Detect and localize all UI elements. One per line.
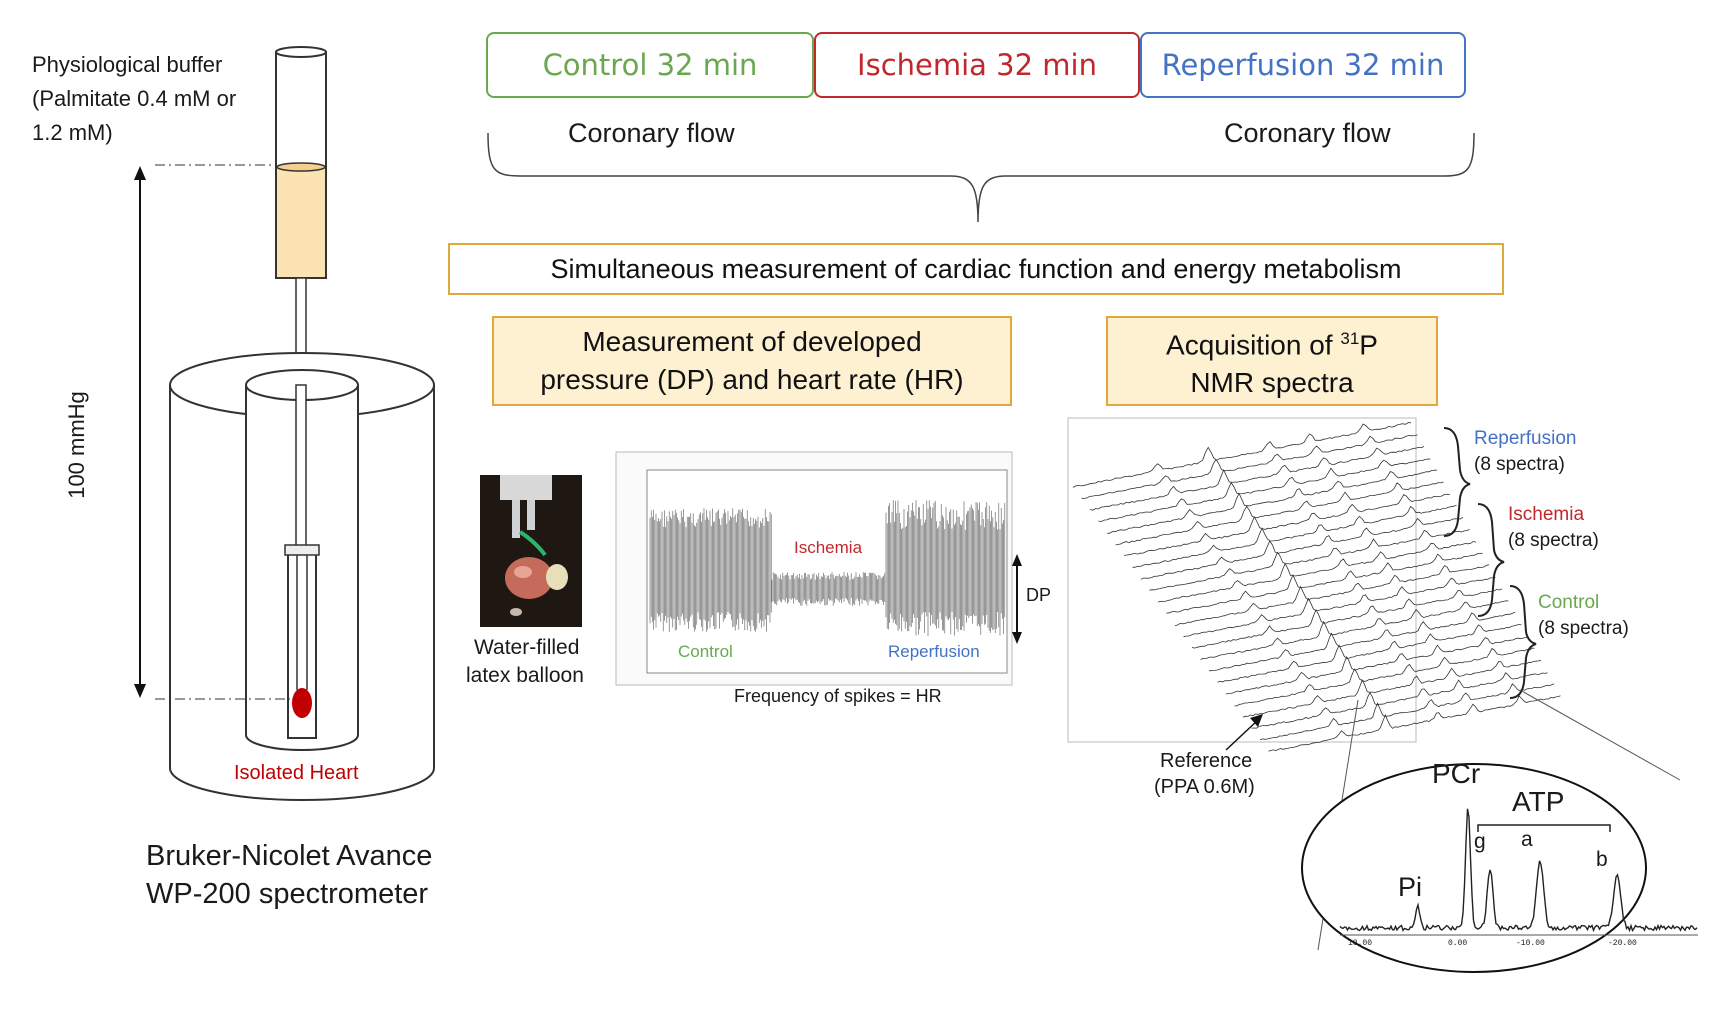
- stacked-spectrum-line: [1106, 469, 1438, 534]
- balloon-photo: [480, 475, 582, 627]
- reperfusion-phase-label: Reperfusion 32 min: [1161, 48, 1445, 82]
- stack-control-label: Control: [1538, 592, 1600, 613]
- pi-peak-label: Pi: [1398, 872, 1423, 902]
- pressure-label: 100 mmHg: [64, 391, 89, 499]
- dp-box-line1: Measurement of developed: [582, 326, 922, 357]
- isolated-heart-label: Isolated Heart: [234, 762, 359, 784]
- simultaneous-banner: Simultaneous measurement of cardiac func…: [448, 243, 1504, 295]
- protocol-brace: [487, 132, 1475, 223]
- coronary-flow-left: Coronary flow: [568, 118, 735, 148]
- zoom-tick-3: -10.00: [1516, 939, 1545, 948]
- balloon-label-line1: Water-filled: [474, 636, 580, 659]
- stacked-spectrum-line: [1115, 481, 1444, 546]
- reperfusion-brace: [1443, 427, 1471, 537]
- zoom-tick-1: 10.00: [1348, 939, 1373, 948]
- control-brace: [1509, 585, 1537, 699]
- hr-caption: Frequency of spikes = HR: [734, 686, 942, 706]
- isolated-heart-shape: [292, 688, 312, 718]
- stacked-spectrum-line: [1242, 659, 1542, 718]
- stack-ischemia-label: Ischemia: [1508, 504, 1585, 525]
- stack-control-count: (8 spectra): [1538, 618, 1629, 639]
- pressure-trace: [649, 500, 1006, 636]
- balloon-label-line2: latex balloon: [466, 664, 584, 687]
- trace-reperfusion-label: Reperfusion: [888, 642, 980, 661]
- atp-alpha-label: a: [1521, 828, 1533, 851]
- ischemia-phase-label: Ischemia 32 min: [857, 48, 1097, 82]
- stacked-spectrum-line: [1234, 647, 1535, 707]
- zoomed-spectrum: [1301, 763, 1698, 973]
- dp-trace-panel: [615, 451, 1022, 686]
- atp-bracket: [1477, 824, 1611, 832]
- simultaneous-text: Simultaneous measurement of cardiac func…: [550, 254, 1402, 284]
- stack-ischemia-count: (8 spectra): [1508, 530, 1599, 551]
- stack-reperfusion-count: (8 spectra): [1474, 454, 1565, 475]
- zoomed-spectrum-trace: [1339, 808, 1698, 933]
- buffer-fluid: [277, 166, 325, 277]
- nmr-acquisition-box: Acquisition of 31P NMR spectra: [1106, 316, 1438, 406]
- dp-measurement-box: Measurement of developed pressure (DP) a…: [492, 316, 1012, 406]
- trace-control-label: Control: [678, 642, 733, 661]
- stacked-spectrum-line: [1081, 434, 1418, 500]
- pcr-peak-label: PCr: [1432, 758, 1481, 789]
- stacked-spectrum-line: [1200, 600, 1509, 660]
- stacked-spectrum-line: [1157, 540, 1477, 603]
- ischemia-phase-box: Ischemia 32 min: [814, 32, 1140, 98]
- spectrometer-diagram: [134, 46, 435, 801]
- reperfusion-phase-box: Reperfusion 32 min: [1140, 32, 1466, 98]
- stacked-spectrum-line: [1268, 695, 1561, 752]
- stacked-spectrum-line: [1123, 493, 1451, 556]
- stacked-spectrum-line: [1217, 624, 1522, 683]
- atp-label: ATP: [1512, 786, 1565, 817]
- control-phase-box: Control 32 min: [486, 32, 814, 98]
- reference-line2: (PPA 0.6M): [1154, 776, 1255, 798]
- control-phase-label: Control 32 min: [542, 48, 758, 82]
- stacked-spectrum-line: [1225, 636, 1529, 695]
- nmr-box-suffix: P: [1359, 329, 1378, 361]
- stacked-spectrum-line: [1149, 529, 1470, 591]
- atp-gamma-label: g: [1474, 830, 1486, 853]
- buffer-label-line1: Physiological buffer: [32, 52, 223, 77]
- stacked-spectrum-line: [1174, 564, 1490, 627]
- stacked-spectrum-line: [1251, 672, 1548, 729]
- buffer-label-line2: (Palmitate 0.4 mM or: [32, 86, 237, 111]
- stacked-spectrum-line: [1183, 576, 1496, 638]
- stacked-spectrum-line: [1098, 458, 1431, 523]
- stacked-spectrum-line: [1089, 446, 1425, 511]
- nmr-box-prefix: Acquisition of: [1166, 329, 1341, 361]
- stacked-spectrum-line: [1072, 422, 1412, 488]
- stacked-spectrum-line: [1140, 516, 1464, 580]
- zoom-tick-4: -20.00: [1608, 939, 1637, 948]
- zoom-tick-2: 0.00: [1448, 939, 1468, 948]
- stacked-spectra-panel: [1067, 417, 1561, 752]
- spectrometer-line2: WP-200 spectrometer: [146, 878, 429, 910]
- ischemia-brace: [1477, 503, 1505, 617]
- dp-box-line2: pressure (DP) and heart rate (HR): [540, 364, 964, 395]
- stack-reperfusion-label: Reperfusion: [1474, 428, 1577, 449]
- spectrometer-line1: Bruker-Nicolet Avance: [146, 840, 433, 872]
- coronary-flow-right: Coronary flow: [1224, 118, 1391, 148]
- stacked-spectrum-line: [1259, 683, 1555, 741]
- nmr-box-line2: NMR spectra: [1190, 367, 1354, 399]
- stacked-spectrum-line: [1132, 504, 1457, 568]
- stacked-spectrum-line: [1209, 611, 1516, 672]
- nmr-box-superscript: 31: [1340, 328, 1360, 348]
- atp-beta-label: b: [1596, 848, 1608, 871]
- pressure-spikes: [649, 500, 1006, 636]
- buffer-label-line3: 1.2 mM): [32, 120, 113, 145]
- stacked-spectrum-line: [1191, 588, 1503, 649]
- dp-label: DP: [1026, 585, 1052, 605]
- stacked-spectra: [1072, 422, 1561, 752]
- reference-line1: Reference: [1160, 750, 1253, 772]
- stacked-spectrum-line: [1166, 552, 1483, 614]
- trace-ischemia-label: Ischemia: [794, 538, 863, 557]
